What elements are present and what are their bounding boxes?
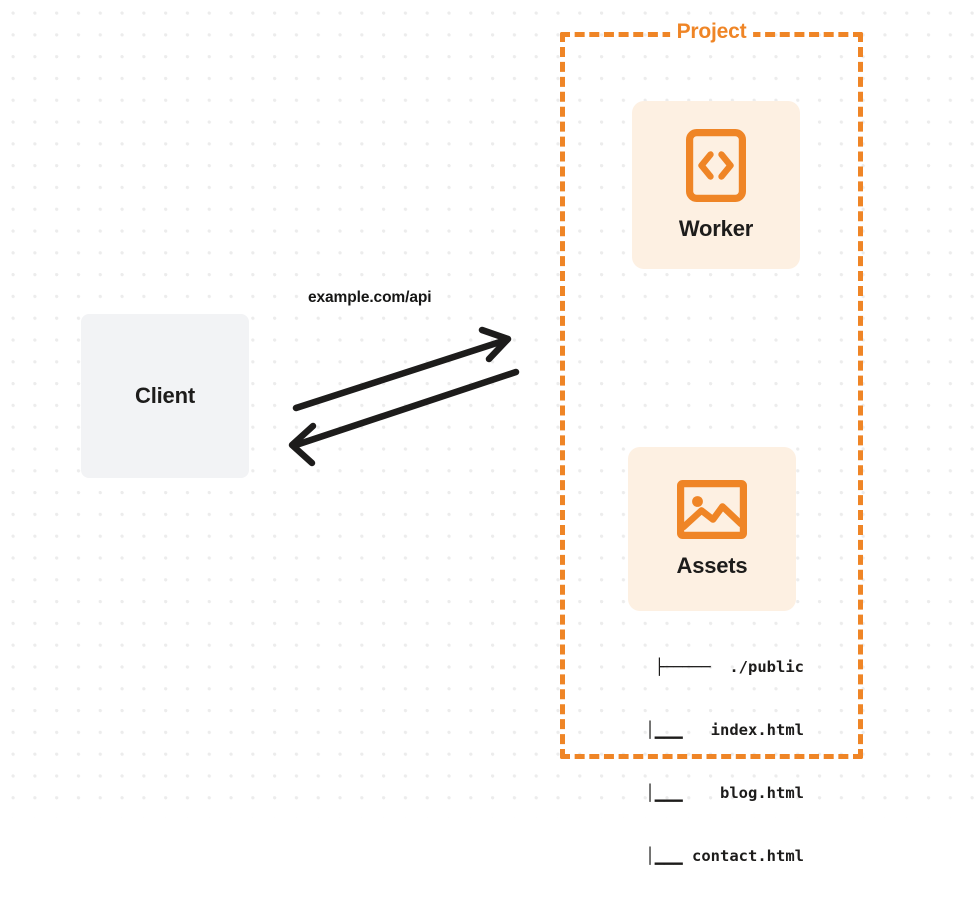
file-tree-row: │▁▁▁ contact.html — [645, 847, 804, 865]
file-tree-row: ├───── ./public — [654, 658, 804, 676]
file-tree-row: │▁▁▁ index.html — [645, 721, 804, 739]
client-node-label: Client — [135, 383, 195, 408]
assets-node[interactable]: Assets — [628, 447, 796, 611]
file-tree-row: │▁▁▁ blog.html — [645, 784, 804, 802]
project-container: Project — [560, 20, 863, 759]
request-arrow — [292, 326, 512, 412]
worker-node[interactable]: Worker — [632, 101, 800, 269]
image-icon — [677, 479, 747, 539]
connection-label: example.com/api — [308, 289, 432, 306]
client-node[interactable]: Client — [81, 314, 249, 478]
worker-node-label: Worker — [678, 215, 754, 241]
assets-node-label: Assets — [676, 552, 748, 578]
response-arrow — [288, 368, 520, 467]
code-brackets-icon — [686, 128, 746, 202]
diagram-canvas: Client example.com/api Project Worker — [0, 0, 980, 865]
assets-file-tree: ├───── ./public │▁▁▁ index.html │▁▁▁ blo… — [604, 615, 804, 909]
project-container-label: Project — [669, 20, 754, 44]
